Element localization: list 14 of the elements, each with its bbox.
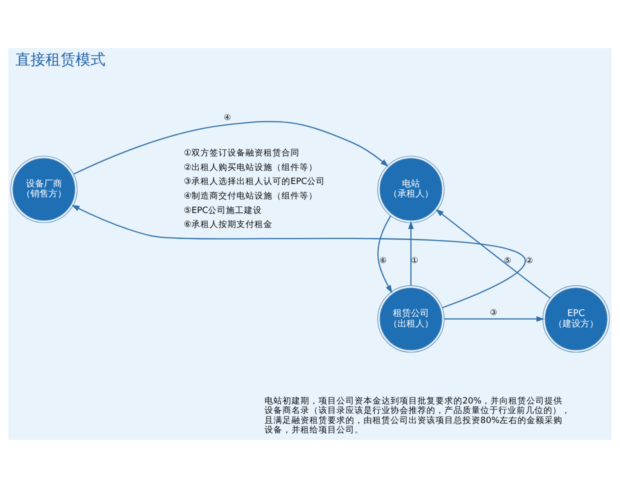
label: ④制造商交付电站设施（组件等） — [184, 192, 318, 202]
label: ⑥承租人按期支付租金 — [184, 220, 273, 230]
arrow — [408, 220, 414, 286]
label: ②出租人购买电站设施（组件等） — [184, 162, 318, 173]
label: ⑤EPC公司施工建设 — [184, 206, 262, 216]
arrow — [73, 120, 389, 175]
arrow — [444, 316, 544, 322]
arrow — [436, 209, 550, 299]
label: ①双方签订设备融资租赁合同 — [184, 148, 300, 159]
label: 电站初建期，项目公司资本金达到项目批复要求的20%，并向租赁公司提供设备商名录（该目录应该是行业协会推荐的，产品质量位于行业前几位的），且满足融资租赁要求的，由租赁公司出资该项目总投资80%左右的金额采购设备，并租给项目公司。 — [264, 396, 570, 436]
arrow — [377, 216, 392, 294]
diagram-title: 直接租赁模式 — [16, 50, 106, 69]
arrow — [71, 204, 526, 308]
label: ③承租人选择出租人认可的EPC公司 — [184, 177, 326, 188]
